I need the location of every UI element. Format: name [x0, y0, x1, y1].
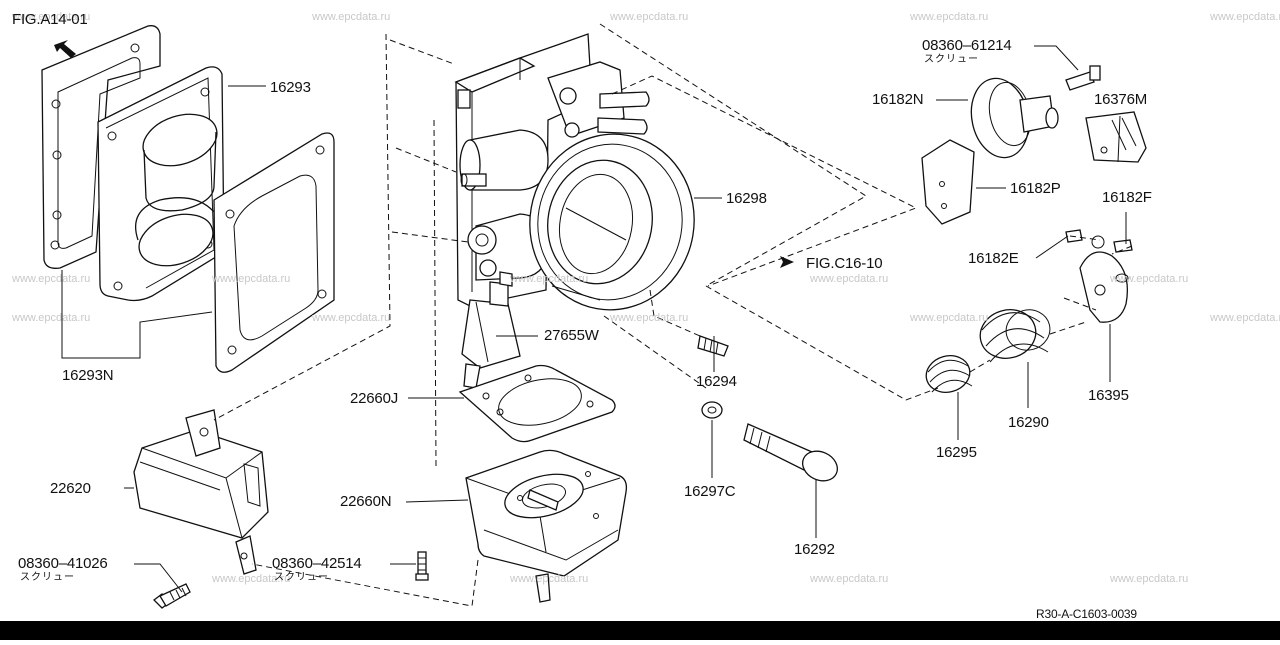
part-note-08360-41026: スクリュー: [20, 572, 75, 583]
reference-code: R30-A-C1603-0039: [1036, 607, 1137, 621]
lever-16395: [1079, 235, 1129, 323]
watermark: www.epcdata.ru: [12, 273, 91, 285]
watermark: www.epcdata.ru: [810, 273, 889, 285]
bracket-16376m: [1085, 111, 1147, 163]
cross-ref-arrow: [780, 256, 794, 268]
part-note-08360-61214: スクリュー: [924, 54, 979, 65]
screw-08360-41026: [153, 583, 191, 609]
plug-16294: [697, 335, 729, 357]
part-label-16290: 16290: [1008, 414, 1049, 431]
screw-16182e: [1065, 229, 1083, 243]
watermark: www.epcdata.ru: [1210, 312, 1280, 324]
part-label-27655w: 27655W: [544, 327, 599, 344]
part-label-16395: 16395: [1088, 387, 1129, 404]
chamber-22660n: [465, 449, 628, 603]
sensor-27655w: [461, 271, 521, 389]
watermark: www.epcdata.ru: [810, 573, 889, 585]
adapter-16293: [97, 66, 225, 302]
part-label-22660j: 22660J: [350, 390, 399, 407]
watermark: www.epcdata.ru: [12, 312, 91, 324]
part-label-16182p: 16182P: [1010, 180, 1061, 197]
gasket-22660j: [458, 364, 616, 443]
leader-16293n: [61, 270, 213, 359]
watermark: www.epcdata.ru: [1210, 11, 1280, 23]
screw-08360-61214: [1065, 65, 1101, 91]
part-label-16295: 16295: [936, 444, 977, 461]
part-label-08360-42514: 08360–42514: [272, 555, 362, 572]
figure-id: FIG.A14-01: [12, 11, 88, 28]
part-label-16294: 16294: [696, 373, 737, 390]
watermark: www.epcdata.ru: [312, 11, 391, 23]
part-note-08360-42514: スクリュー: [274, 572, 329, 583]
part-label-16182n: 16182N: [872, 91, 924, 108]
bolt-16292: [743, 423, 839, 482]
part-label-16298: 16298: [726, 190, 767, 207]
watermark: www.epcdata.ru: [1110, 573, 1189, 585]
guide-lines: [213, 23, 1133, 607]
watermark: www.epcdata.ru: [212, 573, 291, 585]
gasket-16293n-front: [213, 132, 335, 373]
part-label-16376m: 16376M: [1094, 91, 1148, 108]
module-22620: [133, 409, 269, 575]
screw-08360-42514: [415, 551, 429, 581]
screw-16182f: [1113, 239, 1133, 253]
watermark: www.epcdata.ru: [510, 573, 589, 585]
part-label-08360-61214: 08360–61214: [922, 37, 1012, 54]
watermark: www.epcdata.ru: [610, 312, 689, 324]
part-label-16182f: 16182F: [1102, 189, 1152, 206]
actuator-16182n: [970, 77, 1059, 159]
part-label-16293: 16293: [270, 79, 311, 96]
clip-16297c: [701, 401, 723, 419]
watermark: www.epcdata.ru: [212, 273, 291, 285]
part-label-16182e: 16182E: [968, 250, 1019, 267]
spring-16295: [925, 355, 973, 393]
watermark: www.epcdata.ru: [910, 11, 989, 23]
watermark: www.epcdata.ru: [910, 312, 989, 324]
part-label-16292: 16292: [794, 541, 835, 558]
watermark: www.epcdata.ru: [510, 273, 589, 285]
watermark: www.epcdata.ru: [312, 312, 391, 324]
part-label-16293n: 16293N: [62, 367, 114, 384]
cross-ref-label: FIG.C16-10: [806, 255, 883, 272]
bracket-16182p: [921, 139, 975, 225]
spring-16290: [979, 309, 1051, 363]
leader-lines: [124, 45, 1127, 593]
part-label-16297c: 16297C: [684, 483, 736, 500]
front-direction-arrow: [54, 40, 76, 58]
bottom-bar: [0, 621, 1280, 640]
watermark: www.epcdata.ru: [610, 11, 689, 23]
throttle-body-16298: [454, 33, 695, 311]
part-label-22660n: 22660N: [340, 493, 392, 510]
part-label-08360-41026: 08360–41026: [18, 555, 108, 572]
watermark: www.epcdata.ru: [12, 11, 91, 23]
part-label-22620: 22620: [50, 480, 91, 497]
watermark: www.epcdata.ru: [1110, 273, 1189, 285]
